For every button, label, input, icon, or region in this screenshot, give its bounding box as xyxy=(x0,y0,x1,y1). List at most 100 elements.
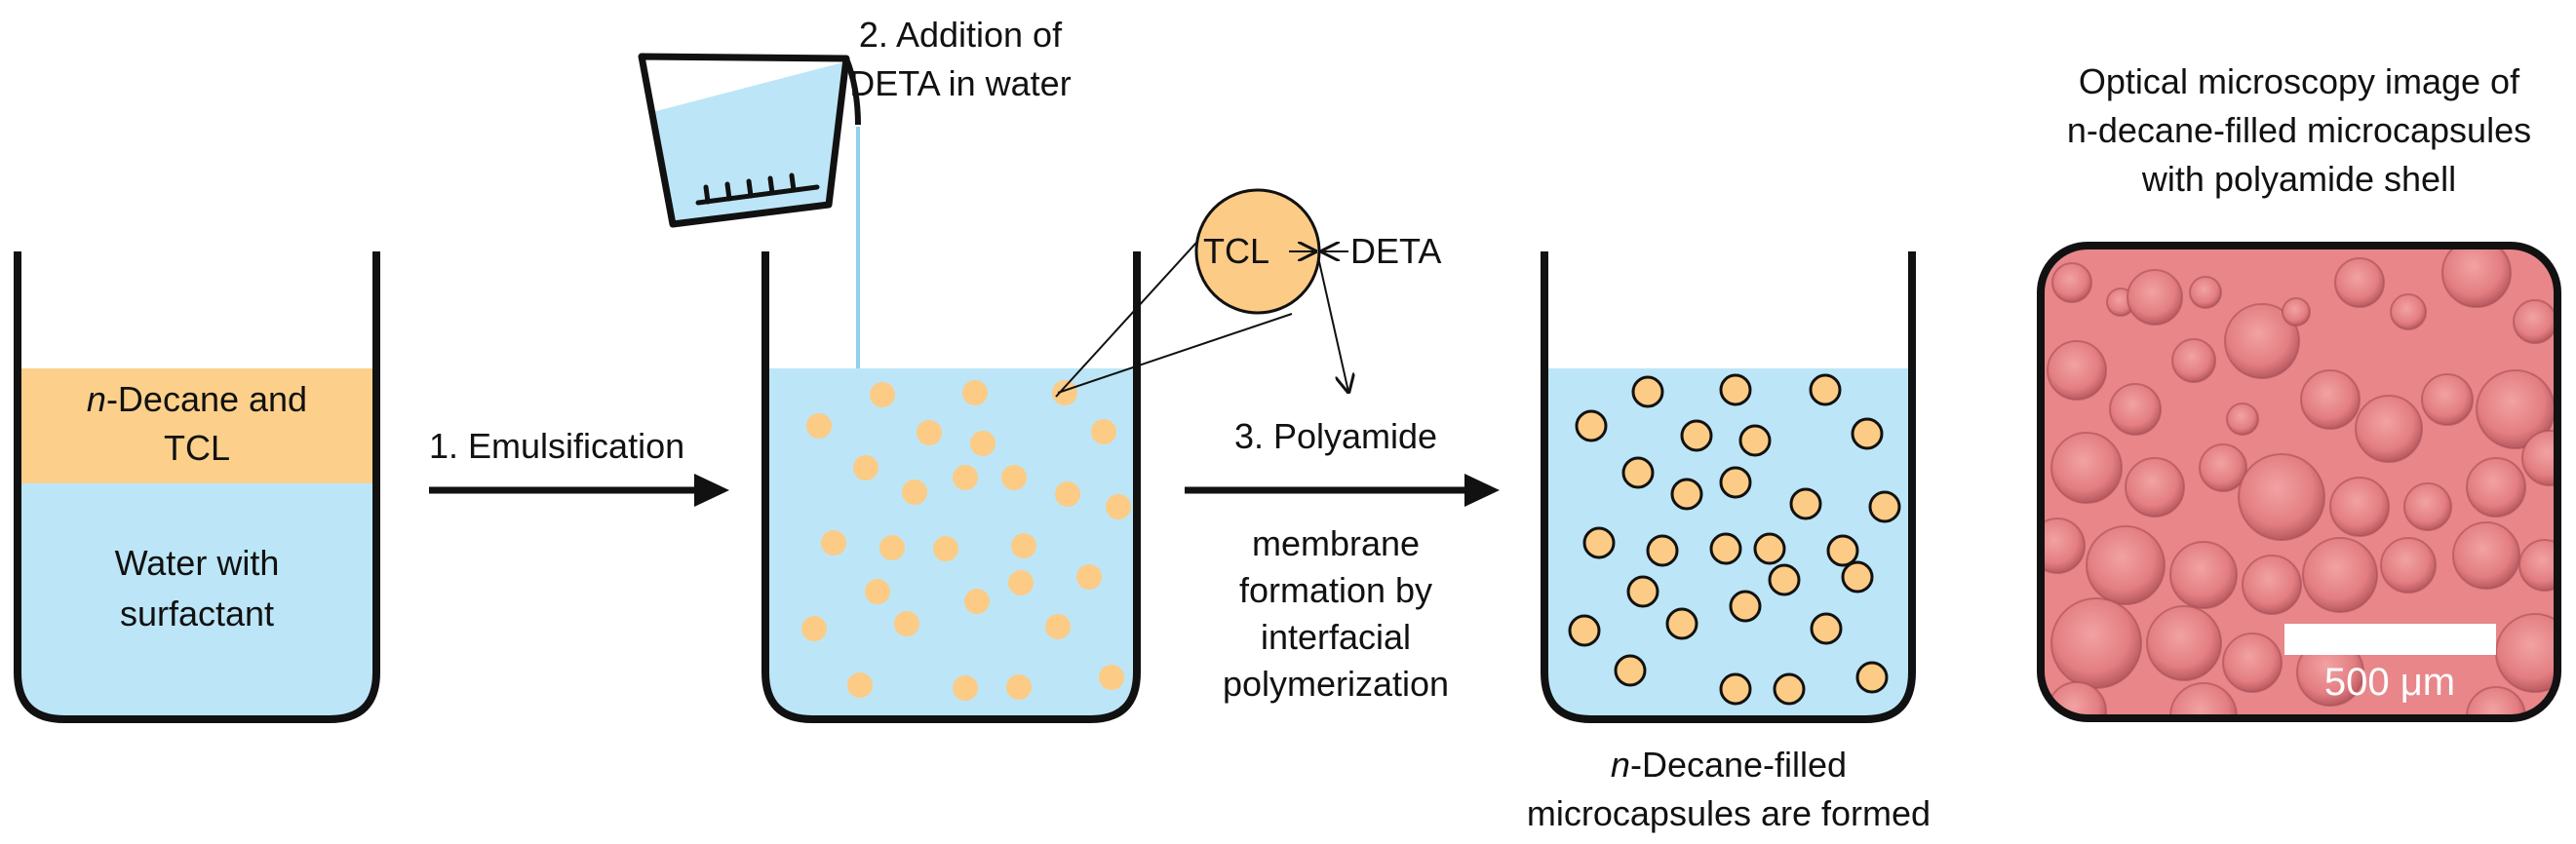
micrograph-capsule xyxy=(2518,539,2557,592)
beaker-3-microcapsules xyxy=(1568,373,1901,706)
micrograph-panel: Optical microscopy image of n-decane-fil… xyxy=(2037,61,2561,722)
emulsion-droplet xyxy=(964,589,990,614)
emulsion-droplet xyxy=(865,579,890,604)
microcapsule xyxy=(1855,661,1889,694)
emulsion-droplet xyxy=(1091,419,1116,444)
micrograph-capsule xyxy=(2521,430,2557,486)
inset-deta-label: DETA xyxy=(1350,231,1441,271)
beaker-1-water-layer xyxy=(18,483,376,719)
micrograph-capsule xyxy=(2127,269,2183,326)
microcapsule xyxy=(1809,373,1842,406)
micrograph-capsule xyxy=(2441,246,2512,308)
step-2-label-line1: 2. Addition of xyxy=(859,15,1063,55)
emulsion-droplet xyxy=(853,455,878,480)
microcapsule xyxy=(1738,424,1772,457)
microcapsule xyxy=(1646,534,1679,567)
microcapsule xyxy=(1680,419,1713,452)
step-3-label-line3: formation by xyxy=(1239,570,1432,610)
micrograph-capsule xyxy=(2403,482,2452,531)
emulsion-droplet xyxy=(801,616,827,641)
microcapsule xyxy=(1826,534,1859,567)
emulsion-droplet xyxy=(933,536,958,561)
micrograph-capsule xyxy=(2222,633,2283,693)
beaker-1-oil-label: n-Decane and xyxy=(87,379,307,419)
emulsion-droplet xyxy=(1099,665,1124,690)
microcapsule xyxy=(1719,373,1752,406)
micrograph-capsule xyxy=(2495,613,2557,693)
scale-bar xyxy=(2284,624,2496,655)
emulsion-droplet xyxy=(870,382,895,407)
microcapsule xyxy=(1631,375,1664,408)
micrograph-title-line1: Optical microscopy image of xyxy=(2079,61,2520,101)
emulsion-droplet xyxy=(962,380,988,405)
microcapsule xyxy=(1841,560,1874,594)
micrograph-capsule xyxy=(2302,537,2378,613)
pouring-cup-icon xyxy=(638,53,861,368)
beaker-1: n-Decane and TCL Water with surfactant xyxy=(14,251,380,723)
step-3-label-line5: polymerization xyxy=(1223,664,1449,704)
micrograph-capsule xyxy=(2199,443,2247,492)
microcapsule xyxy=(1729,590,1762,623)
emulsion-droplet xyxy=(902,480,927,505)
micrograph-capsule xyxy=(2189,276,2222,309)
micrograph-capsule xyxy=(2086,525,2166,605)
microcapsule xyxy=(1773,672,1806,706)
beaker-3-caption-line1: n-Decane-filled xyxy=(1611,745,1847,785)
microcapsule xyxy=(1709,532,1742,565)
micrograph-capsule xyxy=(2226,403,2259,436)
emulsion-droplet xyxy=(806,413,832,439)
inset-tcl-label: TCL xyxy=(1203,231,1269,271)
microcapsule xyxy=(1719,466,1752,499)
beaker-3-outline xyxy=(1541,251,1916,723)
micrograph-capsule xyxy=(2171,338,2216,383)
emulsion-droplet xyxy=(953,465,978,490)
emulsion-droplet xyxy=(821,530,846,556)
emulsion-droplet xyxy=(1055,481,1080,507)
emulsion-droplet xyxy=(1076,564,1102,590)
step-1-label: 1. Emulsification xyxy=(429,426,684,466)
emulsion-droplet xyxy=(917,420,942,445)
beaker-2-droplets xyxy=(801,380,1131,701)
beaker-1-outline xyxy=(14,251,380,723)
micrograph-capsule xyxy=(2238,453,2325,541)
micrograph-capsule xyxy=(2125,457,2185,518)
microcapsule xyxy=(1626,575,1659,608)
emulsion-droplet xyxy=(953,675,978,701)
step-3-label-line4: interfacial xyxy=(1261,617,1411,657)
microcapsule xyxy=(1575,409,1608,442)
microcapsule xyxy=(1851,417,1884,450)
microcapsule xyxy=(1753,532,1786,565)
beaker-1-water-label-line2: surfactant xyxy=(120,594,274,633)
microcapsule xyxy=(1614,654,1647,687)
microcapsule xyxy=(1582,526,1616,559)
microcapsule xyxy=(1568,614,1601,647)
beaker-3-caption-line2: microcapsules are formed xyxy=(1527,793,1931,833)
micrograph-capsule xyxy=(2421,373,2474,426)
emulsion-droplet xyxy=(847,672,873,698)
step-1-arrow: 1. Emulsification xyxy=(429,426,729,507)
micrograph-capsule xyxy=(2224,303,2300,379)
micrograph-capsule xyxy=(2513,299,2557,344)
emulsion-droplet xyxy=(1006,674,1032,700)
beaker-2 xyxy=(761,251,1141,723)
step-3-label-line1: 3. Polyamide xyxy=(1234,416,1437,456)
step-3-arrow: 3. Polyamide membrane formation by inter… xyxy=(1185,416,1500,704)
micrograph-capsule xyxy=(2300,369,2361,430)
micrograph-capsule xyxy=(2047,340,2107,401)
microcapsule xyxy=(1719,672,1752,706)
microcapsule xyxy=(1789,487,1822,520)
microcapsule xyxy=(1810,612,1843,645)
microcapsule xyxy=(1768,563,1801,596)
step-2-label-line2: DETA in water xyxy=(849,63,1071,103)
micrograph-capsule xyxy=(2050,432,2123,504)
micrograph-capsule xyxy=(2334,257,2385,308)
emulsion-droplet xyxy=(1052,380,1077,405)
inset-droplet-circle xyxy=(1194,188,1321,315)
emulsion-droplet xyxy=(970,431,995,456)
microcapsule xyxy=(1670,478,1703,511)
micrograph-capsule xyxy=(2452,521,2520,590)
micrograph-title-line3: with polyamide shell xyxy=(2141,159,2456,199)
micrograph-capsule xyxy=(2380,537,2437,594)
beaker-1-oil-layer xyxy=(18,368,376,483)
